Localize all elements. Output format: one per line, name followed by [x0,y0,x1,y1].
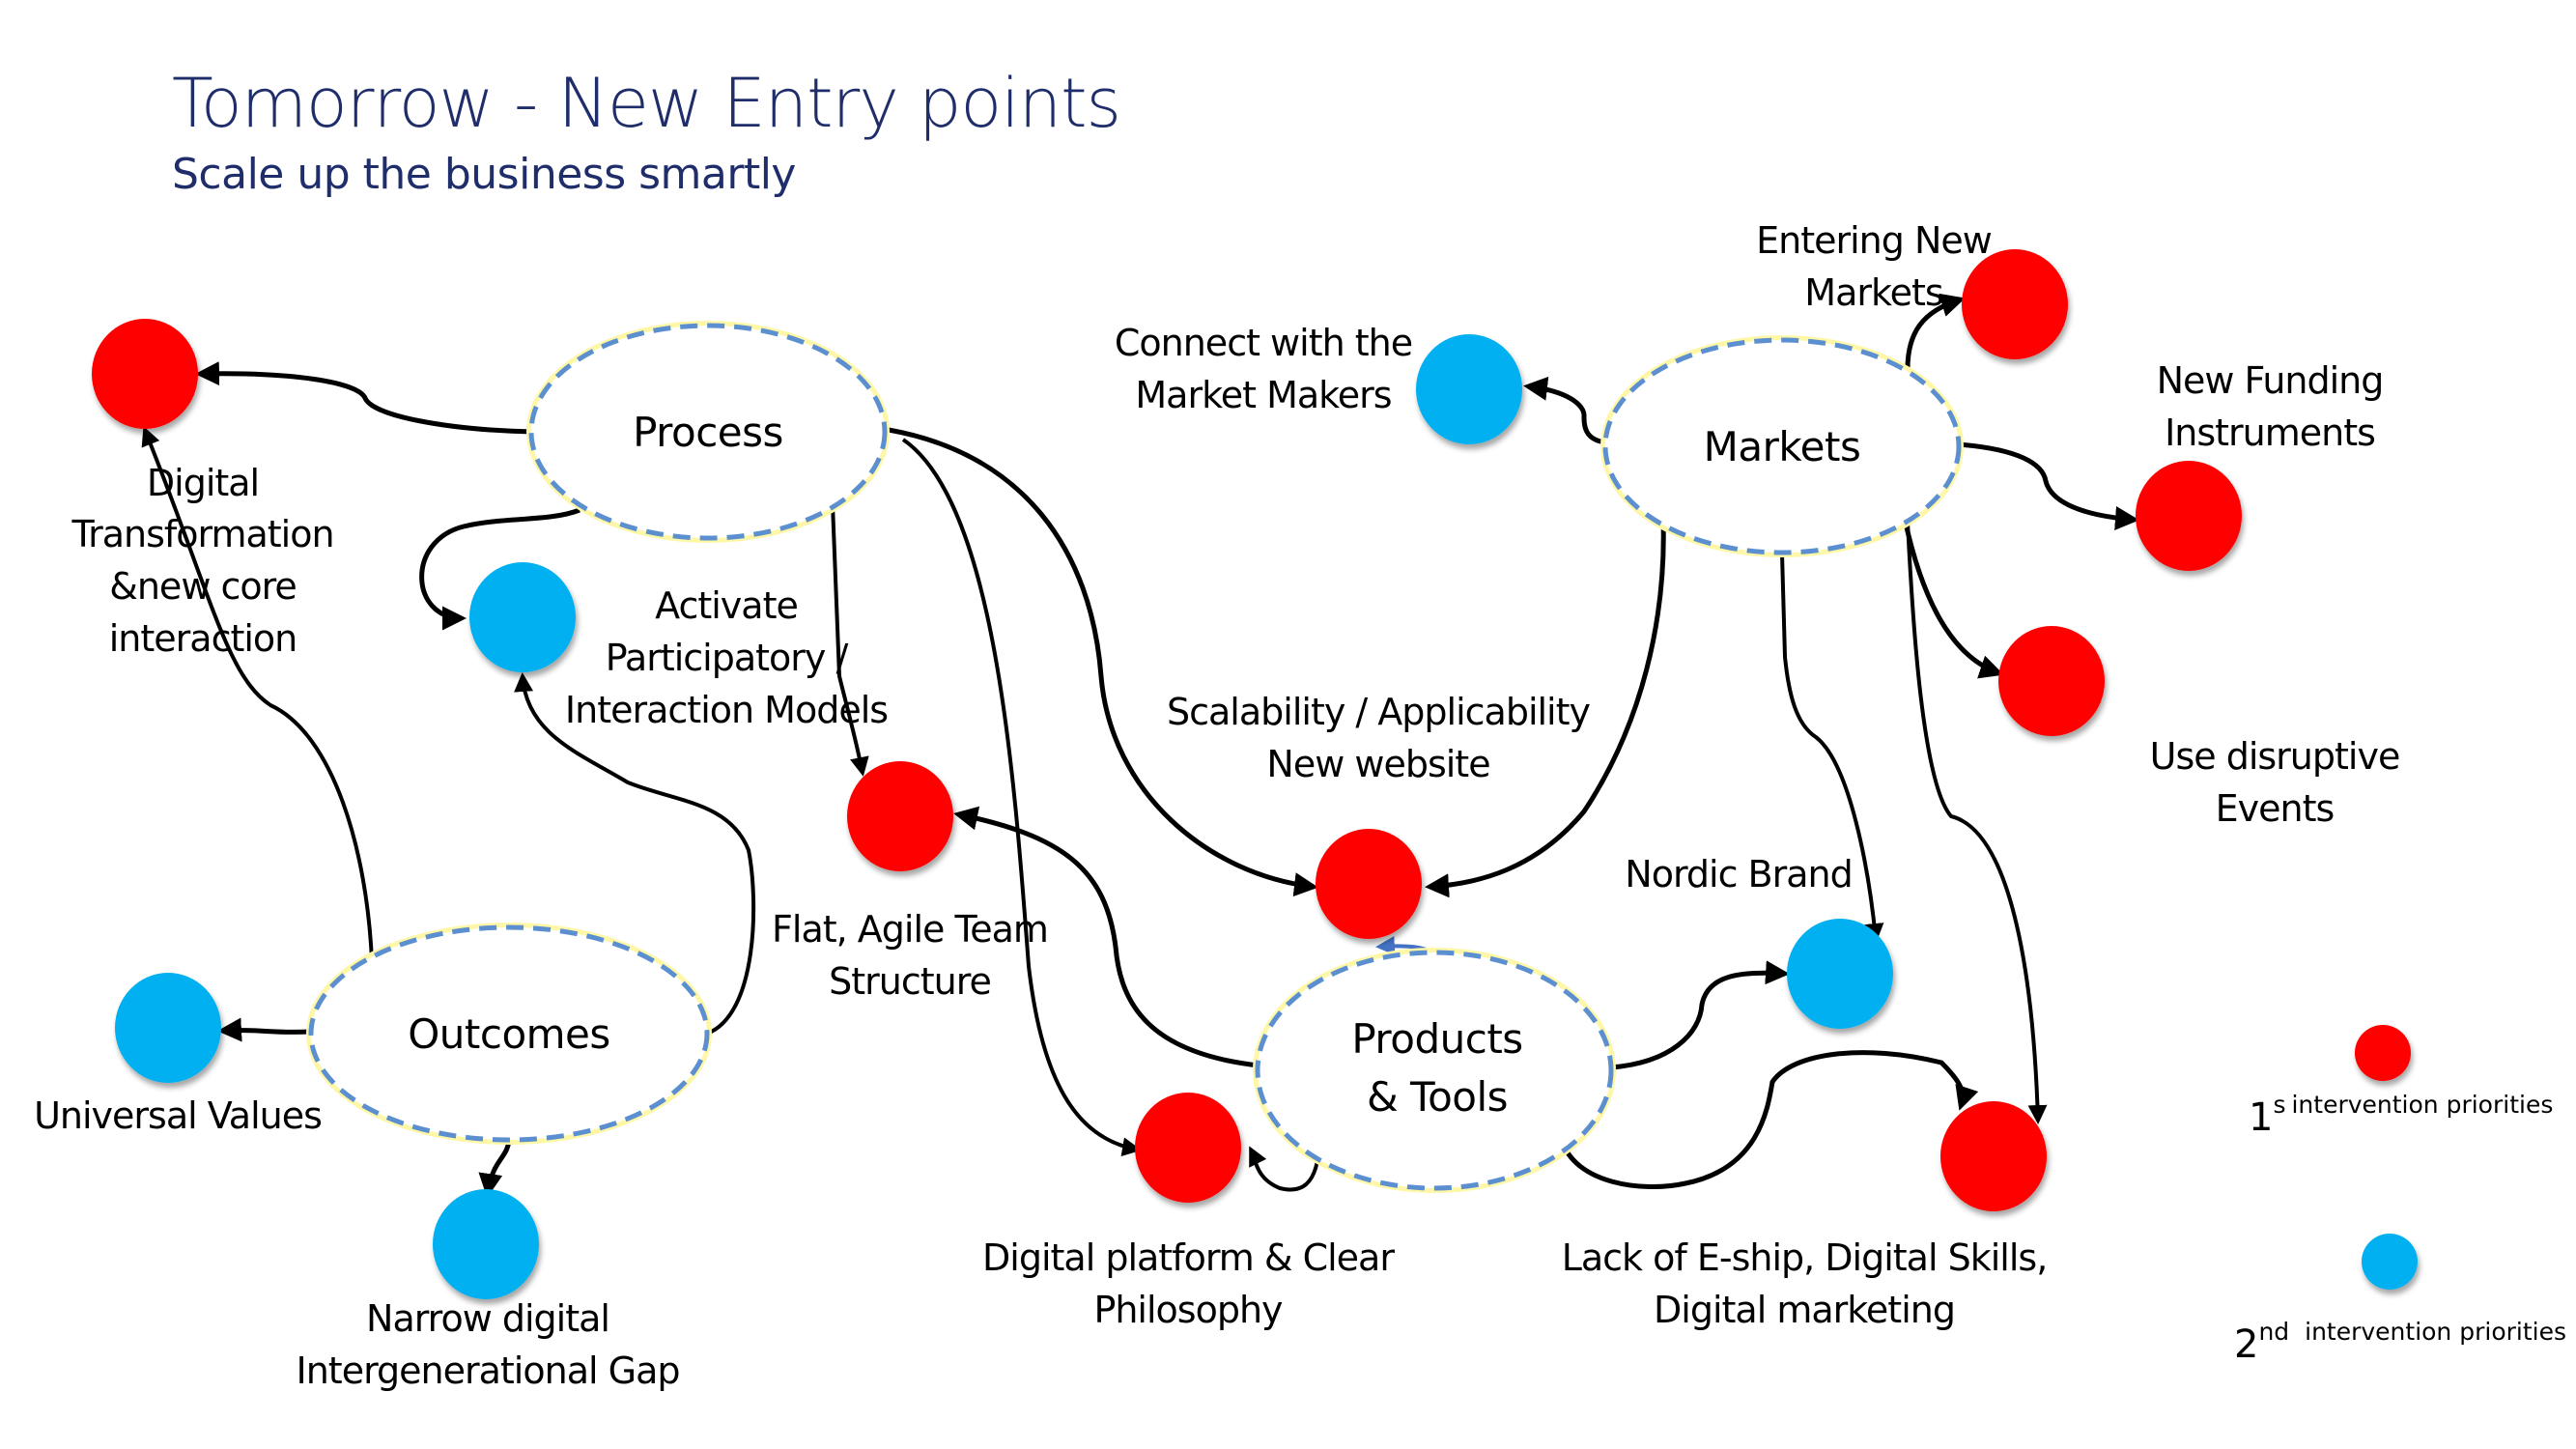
node-narrow-gap[interactable] [433,1189,539,1299]
node-disruptive-events[interactable] [1998,626,2105,736]
edge-products-nordic [1610,960,1790,1070]
hub-markets-label: Markets [1704,423,1861,470]
label-funding-1: New Funding [2157,359,2384,402]
label-activate-2: Participatory / [606,637,849,679]
label-entering-2: Markets [1804,271,1942,314]
edge-products-digital-platform [1249,1139,1321,1192]
node-digital-transformation[interactable] [92,319,198,429]
node-activate-participatory[interactable] [469,562,576,672]
edge-process-digital-platform [901,438,1142,1157]
hub-outcomes-label: Outcomes [408,1010,610,1058]
legend-first-priority-marker [2355,1025,2411,1081]
edge-markets-funding [1958,441,2139,530]
label-connect-1: Connect with the [1115,322,1412,364]
edge-process-activate [419,507,580,631]
edge-outcomes-digital-transformation [141,426,374,962]
label-universal-values: Universal Values [34,1094,322,1137]
label-disruptive-2: Events [2216,787,2335,830]
node-new-funding[interactable] [2136,461,2242,571]
label-flat-agile-1: Flat, Agile Team [772,908,1048,951]
label-digital-platform-1: Digital platform & Clear [982,1236,1395,1279]
label-nordic-brand: Nordic Brand [1625,853,1852,895]
node-digital-platform[interactable] [1135,1093,1241,1203]
label-activate-3: Interaction Models [565,689,888,731]
legend-second-priority-marker [2362,1234,2418,1290]
edge-outcomes-narrow [478,1139,512,1198]
label-activate-1: Activate [655,584,798,627]
legend-second-priority-label: 2nd intervention priorities [2234,1318,2566,1367]
edge-process-digital-transformation [195,361,535,435]
label-lack-eship-1: Lack of E-ship, Digital Skills, [1562,1236,2048,1279]
hub-process-label: Process [633,409,783,456]
edge-markets-disruptive [1902,518,2004,679]
edges [141,293,2139,1198]
label-lack-eship-2: Digital marketing [1654,1289,1955,1331]
label-connect-2: Market Makers [1135,374,1391,416]
edge-process-flat-agile [831,503,869,777]
edge-markets-lack-eship [1906,521,2048,1124]
node-entering-new-markets[interactable] [1962,249,2068,359]
label-digital-transformation-3: &new core [109,565,297,608]
hub-markets[interactable]: Markets [1600,335,1964,557]
node-nordic-brand[interactable] [1787,919,1893,1029]
hub-products-label-2: & Tools [1367,1073,1508,1121]
label-digital-transformation-1: Digital [147,462,259,504]
label-narrow-2: Intergenerational Gap [297,1350,680,1392]
edge-outcomes-universal-values [217,1017,312,1042]
hub-products-label-1: Products [1351,1015,1522,1063]
page-subtitle: Scale up the business smartly [172,150,796,199]
edge-products-flat-agile [953,806,1260,1068]
node-lack-eship[interactable] [1940,1101,2047,1211]
edge-process-scalability [888,427,1318,897]
edge-outcomes-activate [514,672,756,1036]
node-universal-values[interactable] [115,973,221,1083]
node-flat-agile[interactable] [847,761,953,871]
edge-markets-scalability [1425,519,1666,898]
label-digital-transformation-2: Transformation [71,513,333,555]
priority-nodes [92,249,2242,1299]
label-scalability-1: Scalability / Applicability [1167,691,1591,733]
node-connect-market-makers[interactable] [1416,334,1522,444]
node-labels: Digital Transformation &new core interac… [34,219,2400,1392]
node-scalability[interactable] [1316,829,1422,939]
hub-process[interactable]: Process [526,321,890,543]
edge-markets-entering [1905,293,1966,370]
label-scalability-2: New website [1266,743,1489,785]
edge-products-lack-eship [1559,1050,1979,1190]
label-flat-agile-2: Structure [829,960,991,1003]
label-entering-1: Entering New [1756,219,1992,262]
label-disruptive-1: Use disruptive [2150,735,2400,778]
label-digital-platform-2: Philosophy [1093,1289,1283,1331]
label-funding-2: Instruments [2165,412,2375,454]
hub-outcomes[interactable]: Outcomes [306,923,712,1145]
label-digital-transformation-4: interaction [109,617,297,660]
edge-markets-connect [1523,376,1606,445]
edge-markets-nordic [1780,553,1884,943]
page-title: Tomorrow - New Entry points [172,64,1121,143]
hub-products-tools[interactable]: Products & Tools [1253,948,1616,1193]
label-narrow-1: Narrow digital [366,1297,609,1340]
